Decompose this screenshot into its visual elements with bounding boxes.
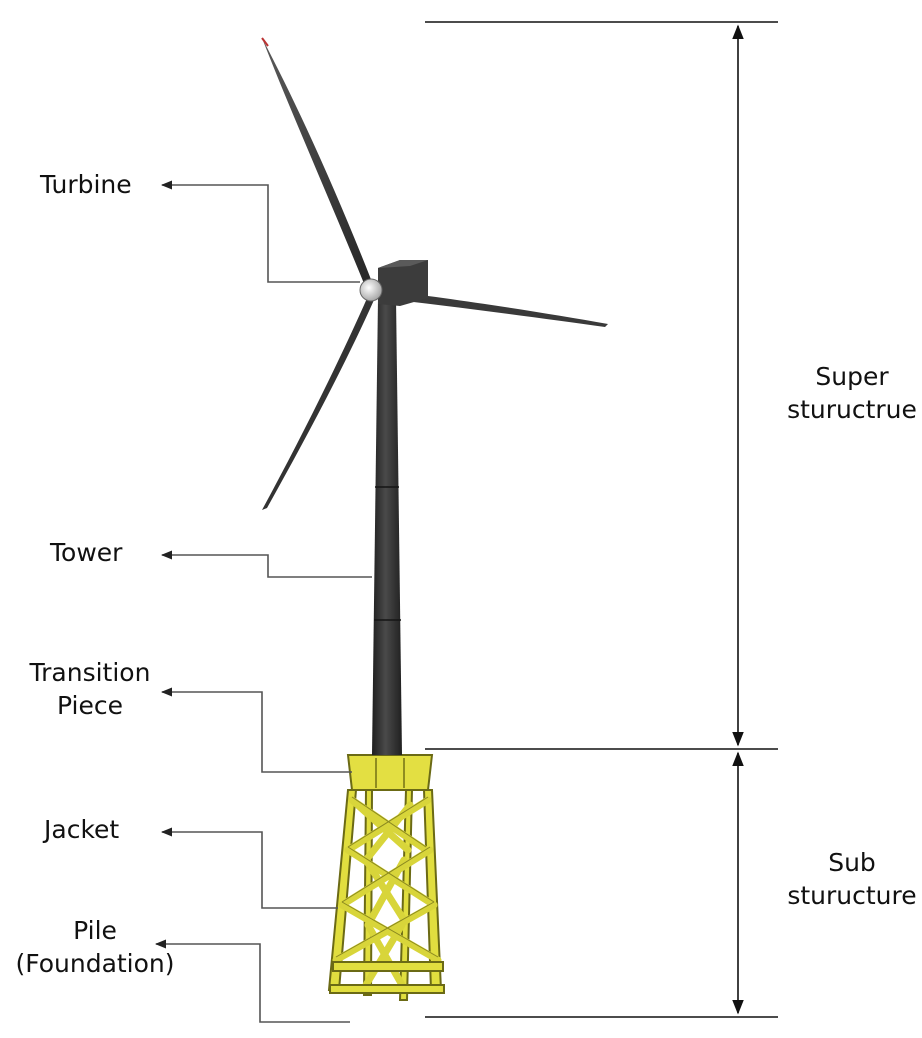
turbine-label: Turbine <box>40 170 132 199</box>
pile-label-line1: Pile <box>73 916 117 945</box>
jacket-leader <box>160 827 338 909</box>
sub-label-line1: Sub <box>828 848 876 877</box>
hub <box>359 278 383 302</box>
transition-leader <box>160 687 352 773</box>
sub-label-line2: sturucture <box>787 881 917 910</box>
tower <box>372 298 402 755</box>
pile-label: Pile (Foundation) <box>0 914 190 980</box>
nacelle <box>359 260 428 306</box>
transition-label-line1: Transition <box>29 658 151 687</box>
jacket-label: Jacket <box>44 815 120 844</box>
rotor-blades <box>261 37 608 510</box>
pile-label-line2: (Foundation) <box>15 949 175 978</box>
blade-right <box>380 290 608 327</box>
sub-structure-label: Sub sturucture <box>782 846 922 912</box>
transition-piece-label: Transition Piece <box>20 656 160 722</box>
transition-label-line2: Piece <box>57 691 123 720</box>
transition-piece <box>346 754 434 791</box>
jacket <box>327 754 445 1001</box>
turbine-leader <box>160 180 360 283</box>
super-structure-label: Super stuructrue <box>782 360 922 426</box>
super-label-line1: Super <box>815 362 889 391</box>
pile-leader <box>154 939 350 1023</box>
tower-leader <box>160 550 372 578</box>
blade-bottom <box>262 296 374 510</box>
blade-top <box>262 38 372 286</box>
tower-label: Tower <box>50 538 123 567</box>
super-label-line2: stuructrue <box>787 395 917 424</box>
